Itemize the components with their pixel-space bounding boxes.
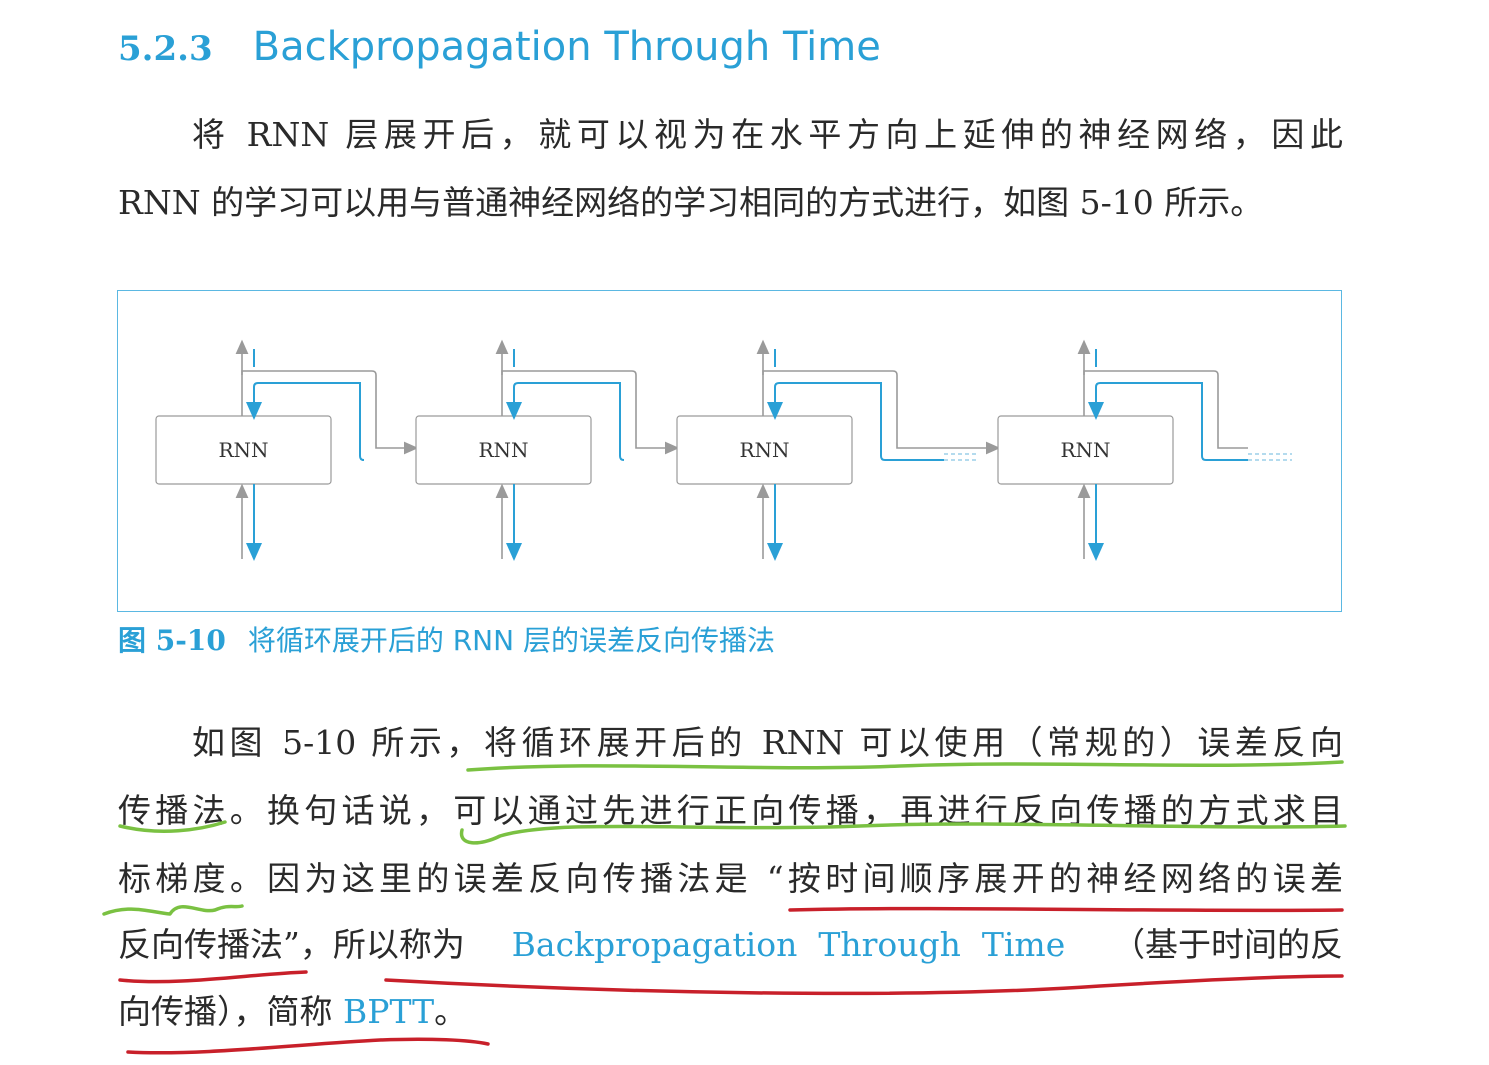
rnn-block-label-1: RNN — [218, 438, 268, 462]
gradient-recurrent-path-2 — [506, 382, 625, 461]
caption-text: 将循环展开后的 RNN 层的误差反向传播法 — [247, 624, 775, 657]
gradient-recurrent-path-1 — [246, 382, 365, 461]
section-title: Backpropagation Through Time — [252, 24, 881, 70]
red-underline-1 — [788, 906, 1344, 913]
line4-prefix: 反向传播法”，所以称为 — [118, 925, 465, 964]
forward-recurrent-path-2 — [501, 370, 667, 449]
paragraph2-line5: 向传播），简称 BPTT。 — [118, 987, 1343, 1037]
forward-recurrent-path-4 — [1083, 370, 1248, 449]
term-bptt[interactable]: BPTT — [343, 992, 435, 1031]
red-underline-4 — [126, 1037, 490, 1055]
rnn-block-label-3: RNN — [739, 438, 789, 462]
paragraph2-line3: 标梯度。因为这里的误差反向传播法是 “按时间顺序展开的神经网络的误差 — [118, 859, 1343, 898]
paragraph2-line1: 如图 5-10 所示，将循环展开后的 RNN 可以使用（常规的）误差反向 — [192, 723, 1343, 762]
gradient-recurrent-path-4 — [1088, 382, 1248, 461]
green-underline-4 — [102, 904, 244, 916]
line4-suffix: （基于时间的反 — [1112, 925, 1343, 964]
paragraph1-line1: 将 RNN 层展开后，就可以视为在水平方向上延伸的神经网络，因此 — [192, 115, 1343, 154]
section-heading: 5.2.3 Backpropagation Through Time — [118, 24, 881, 80]
red-underline-2 — [118, 970, 308, 984]
line5-suffix: 。 — [434, 992, 468, 1031]
forward-recurrent-path-3 — [762, 370, 988, 449]
line5-prefix: 向传播），简称 — [118, 992, 343, 1031]
figure-frame: RNN RNN RNN RNN — [117, 290, 1342, 612]
figure-caption: 图 5-10 将循环展开后的 RNN 层的误差反向传播法 — [118, 620, 775, 662]
section-number: 5.2.3 — [118, 29, 213, 69]
paragraph2-line2: 传播法。换句话说，可以通过先进行正向传播，再进行反向传播的方式求目 — [118, 791, 1343, 830]
term-bptt-full[interactable]: Backpropagation Through Time — [511, 925, 1066, 964]
rnn-block-label-2: RNN — [478, 438, 528, 462]
paragraph1-line2: RNN 的学习可以用与普通神经网络的学习相同的方式进行，如图 5-10 所示。 — [118, 183, 1264, 222]
caption-number: 图 5-10 — [118, 624, 226, 657]
rnn-block-label-4: RNN — [1060, 438, 1110, 462]
forward-recurrent-path-1 — [241, 370, 406, 449]
gradient-recurrent-path-3 — [767, 382, 944, 461]
rnn-unrolled-diagram: RNN RNN RNN RNN — [155, 339, 1292, 561]
paragraph2-line4: 反向传播法”，所以称为 Backpropagation Through Time… — [118, 920, 1343, 970]
